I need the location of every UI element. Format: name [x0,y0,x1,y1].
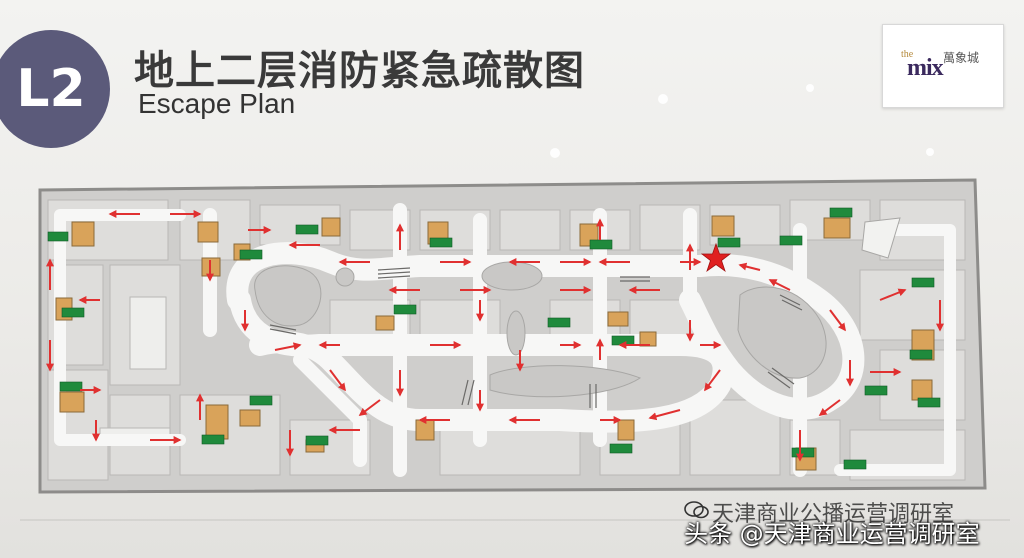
wechat-icon [684,501,709,519]
atrium-void [489,365,642,398]
escalators [269,267,803,408]
watermark-line-2: 头条 @天津商业运营调研室 [684,520,980,548]
light-reflection [550,148,560,158]
logo-cn-text: 萬象城 [943,51,980,65]
atrium-void [861,217,901,259]
floor-badge: L2 [0,30,110,148]
light-reflection [806,84,814,92]
watermark: 天津商业公播运营调研室 头条 @天津商业运营调研室 [664,494,1014,554]
atrium-void [335,267,355,287]
light-reflection [926,148,934,156]
atrium-void [737,286,827,379]
sign-title-en: Escape Plan [138,88,296,119]
evacuation-routes [46,210,944,462]
atrium-void [506,310,526,356]
emergency-exit-signs [47,207,941,470]
logo-mix-text: mix [907,55,944,81]
you-are-here-star-icon [700,242,732,273]
light-reflection [658,94,668,104]
logo-the-text: the [901,49,914,60]
atrium-void [481,261,543,291]
watermark-line-1: 天津商业公播运营调研室 [712,502,955,527]
atrium-void [254,265,322,327]
atrium-void [129,296,167,370]
sign-title-cn: 地上二层消防紧急疏散图 [134,48,585,94]
mall-logo: the mix 萬象城 [882,24,1004,108]
floor-badge-label: L2 [16,59,86,119]
